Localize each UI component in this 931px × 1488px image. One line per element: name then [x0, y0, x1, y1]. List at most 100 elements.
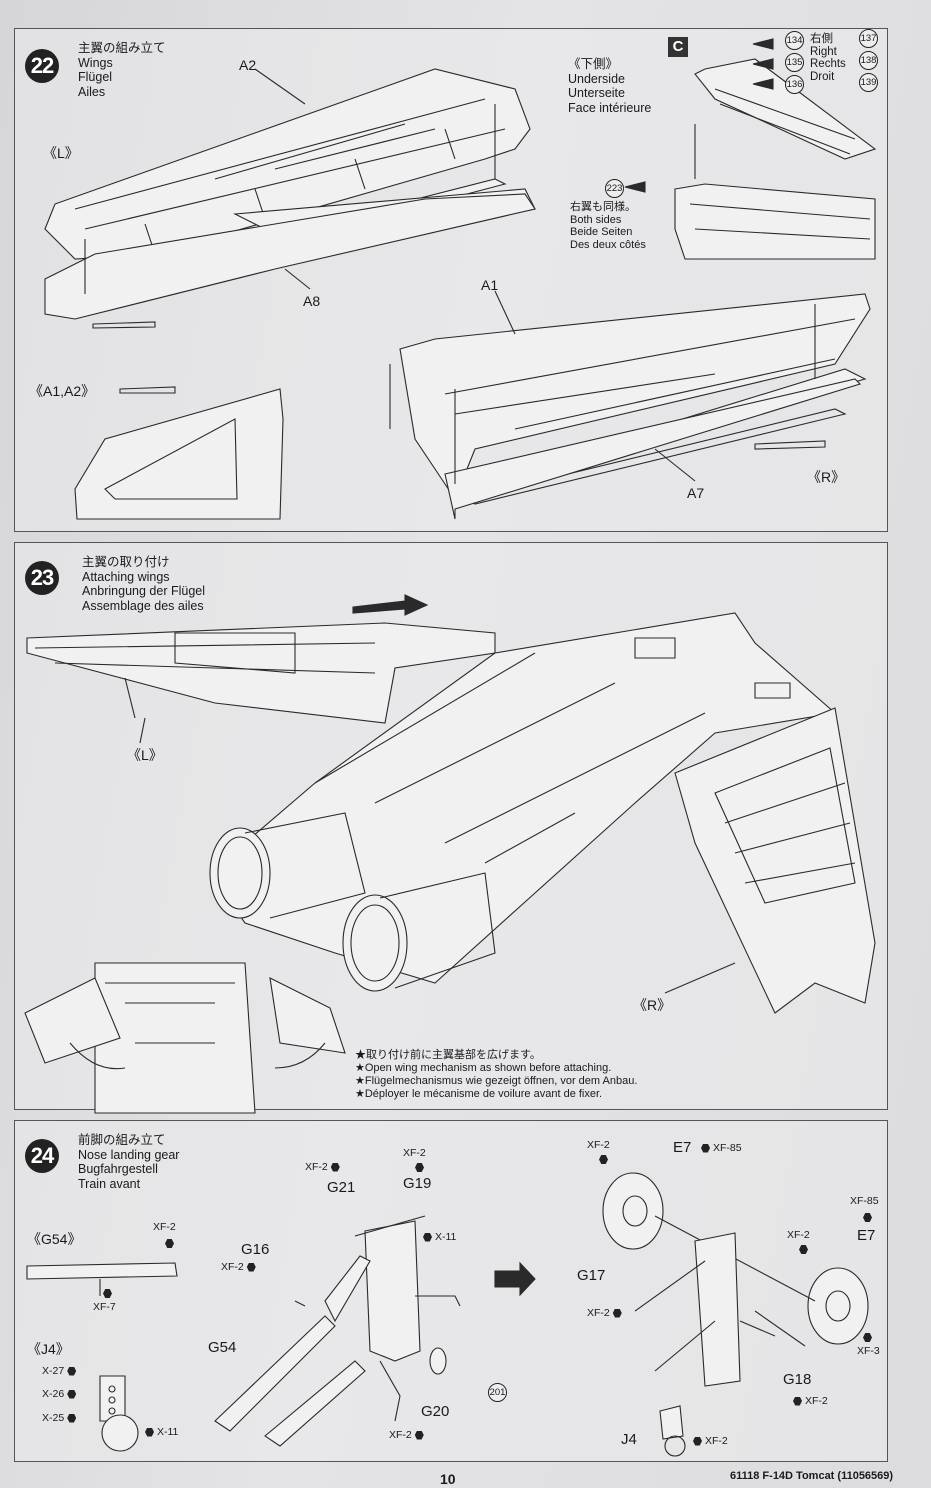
- step-title: 前脚の組み立て Nose landing gear Bugfahrgestell…: [78, 1133, 179, 1191]
- paint-xf7: XF-7: [93, 1301, 116, 1313]
- title-de: Flügel: [78, 70, 113, 84]
- paint-code: X-11: [435, 1231, 457, 1243]
- side-fr: Droit: [810, 70, 835, 83]
- title-jp: 主翼の組み立て: [78, 41, 166, 55]
- paint-marker-icon: [599, 1155, 608, 1164]
- paint-xf85-left: XF-85: [701, 1142, 742, 1154]
- part-label-g16: G16: [241, 1241, 270, 1258]
- part-label-g54: G54: [208, 1339, 237, 1356]
- paint-code: X-25: [42, 1412, 65, 1424]
- paint-code: XF-2: [305, 1161, 328, 1173]
- title-fr: Ailes: [78, 84, 106, 99]
- side-de: Rechts: [810, 58, 846, 70]
- paint-code: XF-2: [403, 1147, 426, 1159]
- title-en: Wings: [78, 55, 113, 70]
- paint-marker-icon: [693, 1436, 702, 1446]
- paint-x25: X-25: [42, 1412, 77, 1424]
- paint-marker-icon: [793, 1396, 802, 1406]
- view-right-label: 《R》: [633, 997, 672, 1013]
- paint-xf2-j4: XF-2: [693, 1435, 728, 1447]
- paint-marker-icon: [415, 1163, 424, 1172]
- note-jp: ★取り付け前に主翼基部を広げます。: [355, 1049, 541, 1061]
- paint-xf2-g17: XF-2: [587, 1307, 622, 1319]
- paint-marker-icon: [145, 1427, 154, 1437]
- paint-code: XF-85: [850, 1195, 879, 1207]
- paint-x11-j4: X-11: [145, 1426, 178, 1438]
- attach-note: ★取り付け前に主翼基部を広げます。 ★Open wing mechanism a…: [355, 1049, 637, 1101]
- paint-marker-icon: [165, 1239, 174, 1248]
- underside-en: Underside: [568, 71, 625, 86]
- decal-numbers-right: 137 138 139: [859, 29, 878, 92]
- paint-code: XF-7: [93, 1301, 116, 1313]
- decal-223: 223: [605, 179, 624, 198]
- underside-de: Unterseite: [568, 86, 625, 100]
- part-label-g19: G19: [403, 1175, 432, 1192]
- decal-numbers-left: 134 135 136: [785, 31, 804, 94]
- paint-code: XF-3: [857, 1345, 880, 1357]
- paint-marker-icon: [67, 1413, 77, 1423]
- note-fr: ★Déployer le mécanisme de voilure avant …: [355, 1088, 603, 1100]
- paint-code: XF-2: [153, 1221, 176, 1233]
- paint-marker-icon: [67, 1389, 77, 1399]
- paint-marker-icon: [103, 1289, 112, 1298]
- paint-code: XF-2: [705, 1435, 728, 1447]
- paint-xf2-e7: XF-2: [587, 1139, 610, 1151]
- step-22-panel: 22 主翼の組み立て Wings Flügel Ailes: [14, 28, 888, 532]
- wing-attach-drawing: [24, 594, 876, 1114]
- wing-assembly-drawing: [44, 38, 877, 520]
- paint-x27: X-27: [42, 1365, 77, 1377]
- decal-137: 137: [859, 29, 878, 48]
- page-number: 10: [440, 1471, 456, 1487]
- paint-xf2-g20: XF-2: [389, 1429, 424, 1441]
- paint-code: XF-2: [587, 1307, 610, 1319]
- paint-x26: X-26: [42, 1388, 77, 1400]
- paint-x11-g19: X-11: [423, 1231, 456, 1243]
- underside-label: 《下側》 Underside Unterseite Face intérieur…: [568, 57, 651, 115]
- title-fr: Train avant: [78, 1176, 141, 1191]
- paint-marker-icon: [67, 1366, 77, 1376]
- view-a1a2-label: 《A1,A2》: [29, 383, 96, 399]
- paint-marker-icon: [414, 1430, 424, 1440]
- right-side-labels: 右側 Right Rechts Droit: [810, 33, 846, 83]
- paint-xf2-g16: XF-2: [221, 1261, 256, 1273]
- paint-xf85-right: XF-85: [850, 1195, 879, 1207]
- view-left-label: 《L》: [127, 747, 163, 763]
- part-label-j4: J4: [621, 1431, 637, 1448]
- paint-xf3: XF-3: [857, 1345, 880, 1357]
- part-label-a8: A8: [303, 293, 321, 309]
- decal-138: 138: [859, 51, 878, 70]
- paint-xf2-g54: XF-2: [153, 1221, 176, 1233]
- decal-139: 139: [859, 73, 878, 92]
- paint-code: XF-2: [787, 1229, 810, 1241]
- paint-marker-icon: [423, 1232, 432, 1242]
- part-label-g17: G17: [577, 1267, 606, 1284]
- both-fr: Des deux côtés: [570, 238, 646, 251]
- paint-code: X-26: [42, 1388, 65, 1400]
- step-24-panel: 24 前脚の組み立て Nose landing gear Bugfahrgest…: [14, 1120, 888, 1462]
- paint-xf2-right: XF-2: [787, 1229, 810, 1241]
- side-en: Right: [810, 45, 837, 58]
- note-en: ★Open wing mechanism as shown before att…: [355, 1062, 612, 1074]
- paint-marker-icon: [863, 1213, 872, 1222]
- both-en: Both sides: [570, 213, 622, 226]
- title-en: Attaching wings: [82, 569, 170, 584]
- part-label-e7-left: E7: [673, 1139, 692, 1156]
- both-de: Beide Seiten: [570, 226, 633, 238]
- view-right-label: 《R》: [807, 469, 846, 485]
- step-title: 主翼の取り付け Attaching wings Anbringung der F…: [82, 555, 205, 613]
- step-number: 23: [25, 561, 59, 595]
- paint-xf2-g19: XF-2: [403, 1147, 426, 1159]
- product-code: 61118 F-14D Tomcat (11056569): [730, 1470, 894, 1482]
- both-sides-note: 右翼も同様。 Both sides Beide Seiten Des deux …: [570, 201, 646, 251]
- part-label-a1: A1: [481, 277, 499, 293]
- view-g54-label: 《G54》: [27, 1231, 82, 1247]
- note-de: ★Flügelmechanismus wie gezeigt öffnen, v…: [355, 1075, 638, 1087]
- part-label-g21: G21: [327, 1179, 356, 1196]
- paint-code: XF-2: [389, 1429, 412, 1441]
- part-label-a2: A2: [239, 57, 257, 73]
- title-de: Anbringung der Flügel: [82, 584, 205, 598]
- paint-code: XF-2: [805, 1395, 828, 1407]
- step-number: 22: [25, 49, 59, 83]
- paint-xf2-g21: XF-2: [305, 1161, 340, 1173]
- paint-marker-icon: [799, 1245, 808, 1254]
